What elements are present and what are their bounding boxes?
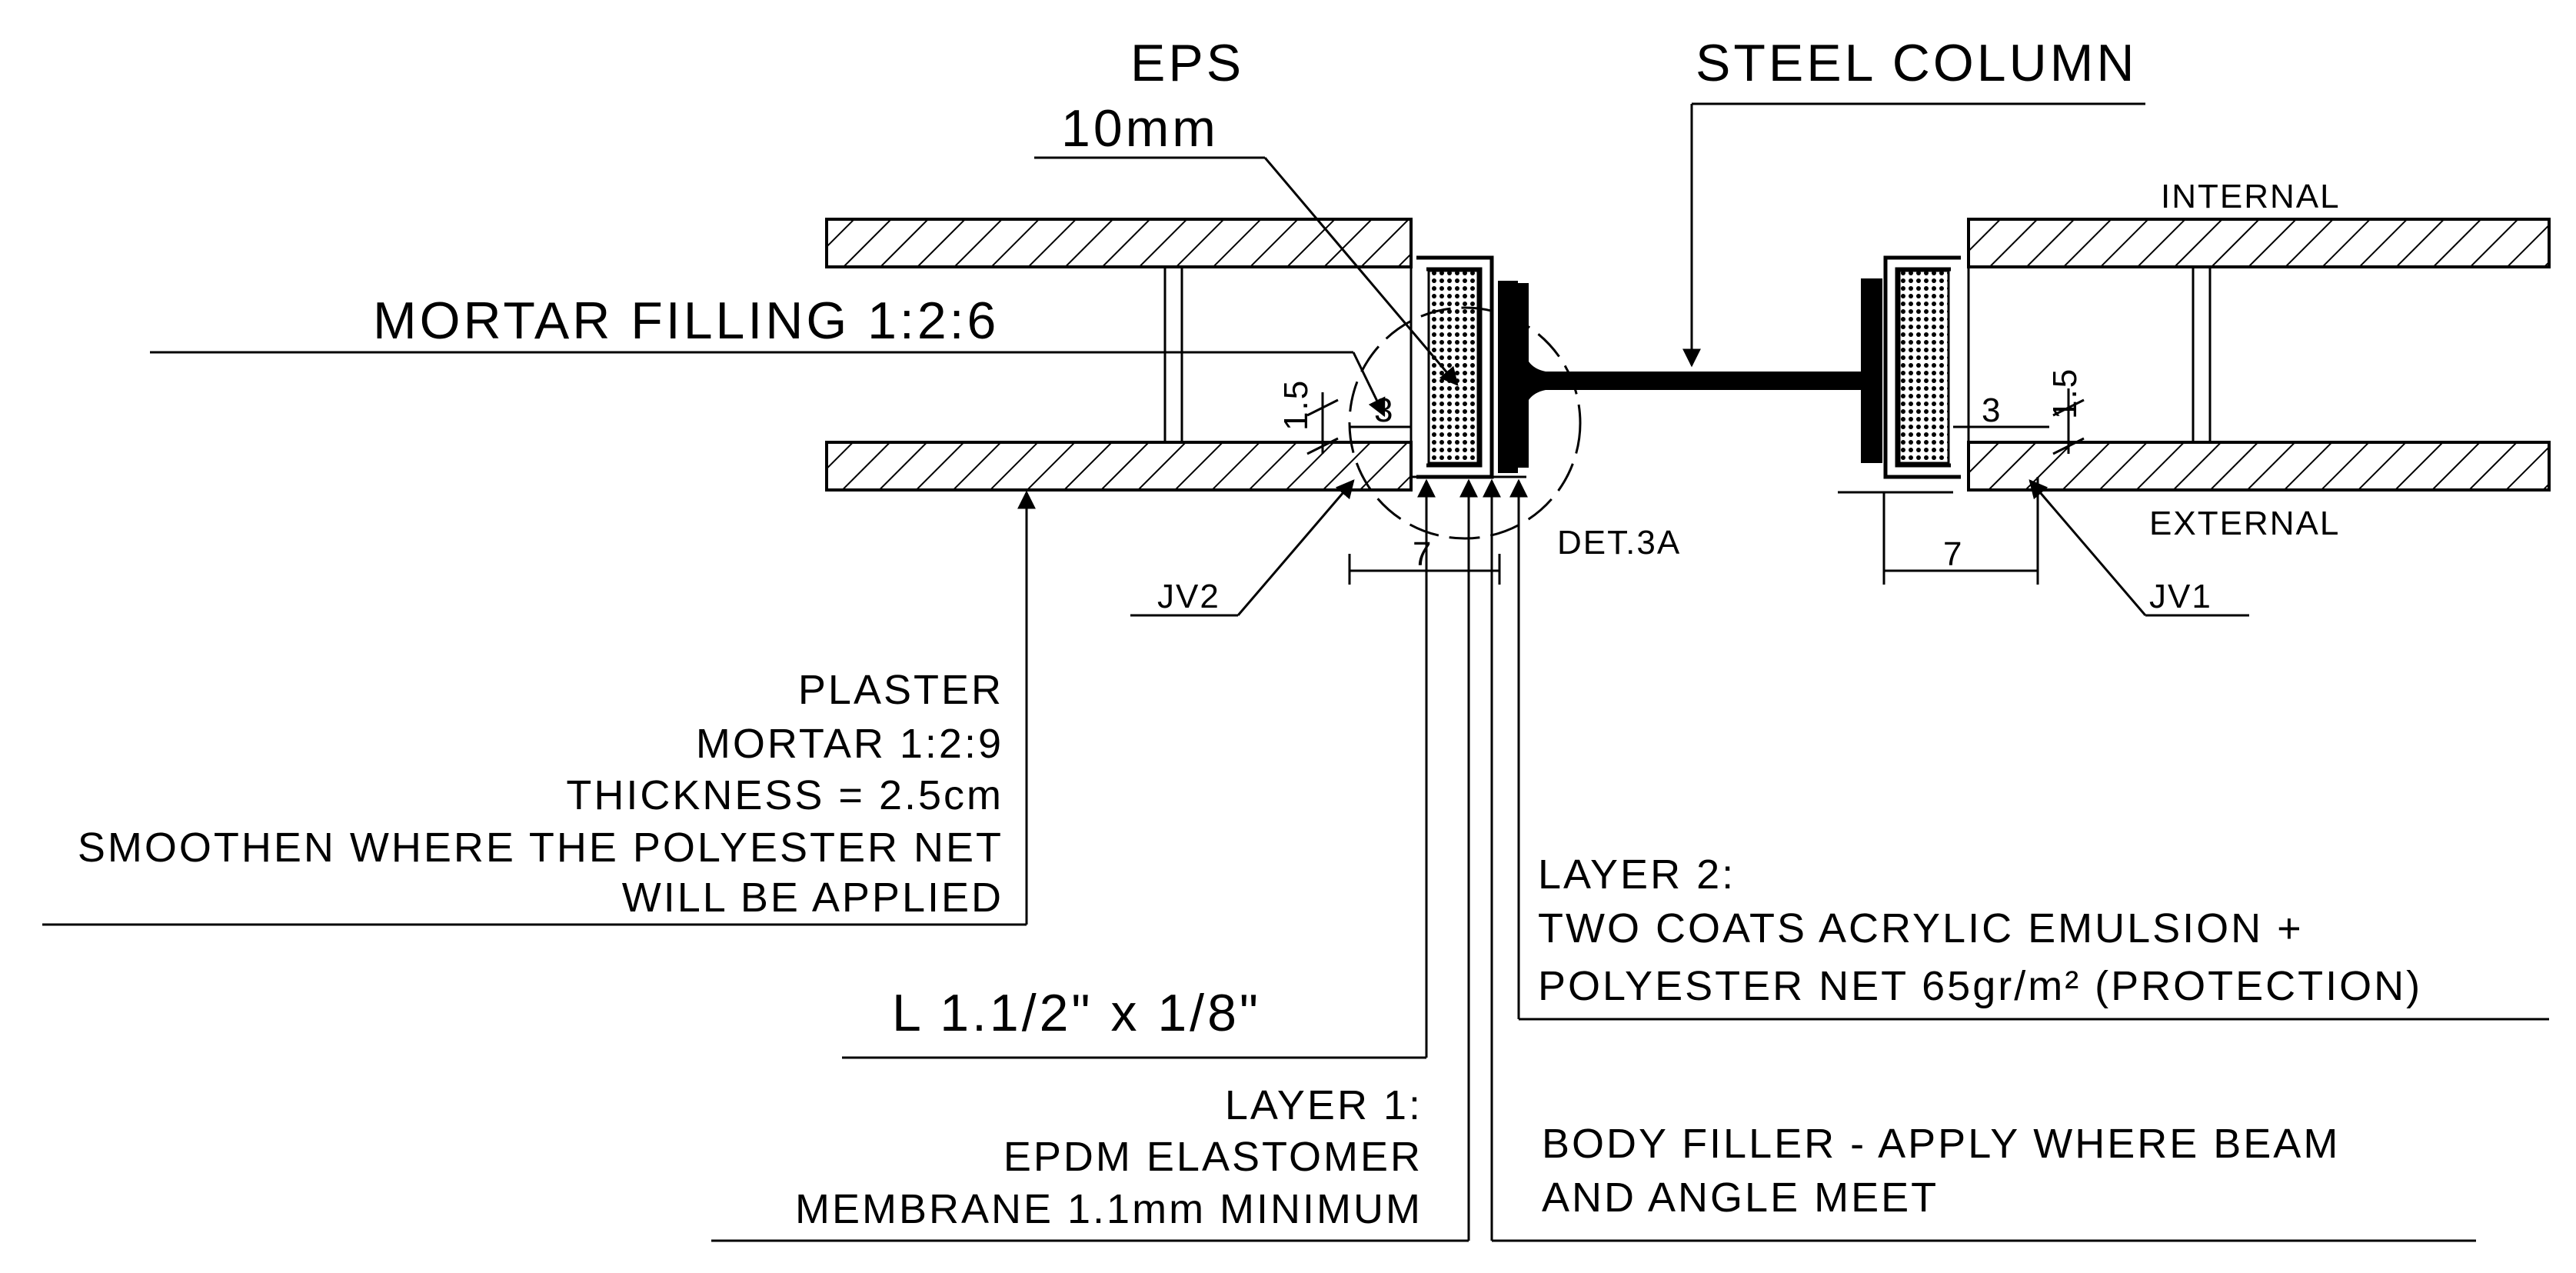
jv2-label: JV2 <box>1157 578 1220 615</box>
steel-column-label: STEEL COLUMN <box>1696 34 2137 92</box>
right-wall <box>1838 218 2551 494</box>
svg-text:LAYER 1:: LAYER 1: <box>1225 1082 1423 1128</box>
leader-lines <box>42 102 2549 1242</box>
dim-7-right: 7 <box>1943 535 1963 573</box>
body-filler-note: BODY FILLER - APPLY WHERE BEAM AND ANGLE… <box>1542 1121 2340 1221</box>
svg-text:TWO COATS ACRYLIC EMULSION +: TWO COATS ACRYLIC EMULSION + <box>1538 905 2304 951</box>
left-wall <box>825 218 1526 492</box>
jv1-label: JV1 <box>2149 578 2212 615</box>
detail-circle-3a <box>1348 306 1582 540</box>
plaster-note: PLASTER MORTAR 1:2:9 THICKNESS = 2.5cm S… <box>78 667 1003 921</box>
mortar-filling-label: MORTAR FILLING 1:2:6 <box>373 292 999 350</box>
layer2-note: LAYER 2: TWO COATS ACRYLIC EMULSION + PO… <box>1538 851 2422 1009</box>
eps-thickness-label: 10mm <box>1061 99 1219 158</box>
right-wall-internal-plaster <box>1967 218 2551 268</box>
det-3a-label: DET.3A <box>1557 524 1681 562</box>
eps-label: EPS <box>1130 34 1244 92</box>
dim-1-5-left: 1.5 <box>1277 379 1315 431</box>
left-wall-internal-plaster <box>825 218 1413 268</box>
svg-text:LAYER 2:: LAYER 2: <box>1538 851 1736 898</box>
svg-text:MEMBRANE 1.1mm MINIMUM: MEMBRANE 1.1mm MINIMUM <box>795 1186 1423 1232</box>
dim-3-right: 3 <box>1982 392 2002 429</box>
svg-text:MORTAR 1:2:9: MORTAR 1:2:9 <box>696 721 1003 767</box>
svg-text:WILL BE APPLIED: WILL BE APPLIED <box>622 875 1003 921</box>
external-label: EXTERNAL <box>2149 505 2340 542</box>
right-eps-board <box>1898 269 1950 465</box>
svg-text:PLASTER: PLASTER <box>798 667 1003 713</box>
svg-text:EPDM ELASTOMER: EPDM ELASTOMER <box>1003 1134 1423 1180</box>
svg-text:SMOOTHEN WHERE THE POLYESTER N: SMOOTHEN WHERE THE POLYESTER NET <box>78 825 1003 871</box>
svg-text:THICKNESS = 2.5cm: THICKNESS = 2.5cm <box>566 772 1003 818</box>
dimensions <box>1306 388 2085 585</box>
internal-label: INTERNAL <box>2161 178 2341 215</box>
dim-1-5-right: 1.5 <box>2046 368 2084 419</box>
dim-7-left: 7 <box>1413 535 1433 573</box>
layer1-note: LAYER 1: EPDM ELASTOMER MEMBRANE 1.1mm M… <box>795 1082 1423 1232</box>
right-steel-angle <box>1883 255 1961 479</box>
right-wall-external-plaster <box>1967 441 2551 492</box>
svg-text:AND ANGLE MEET: AND ANGLE MEET <box>1542 1175 1939 1221</box>
left-eps-board <box>1427 269 1479 465</box>
angle-label: L 1.1/2" x 1/8" <box>892 984 1261 1042</box>
svg-text:POLYESTER NET 65gr/m² (PROTECT: POLYESTER NET 65gr/m² (PROTECTION) <box>1538 963 2422 1009</box>
svg-text:BODY FILLER - APPLY WHERE BEAM: BODY FILLER - APPLY WHERE BEAM <box>1542 1121 2340 1167</box>
dim-3-left: 3 <box>1374 392 1394 429</box>
left-steel-angle <box>1416 255 1518 479</box>
steel-column <box>1507 278 1882 468</box>
